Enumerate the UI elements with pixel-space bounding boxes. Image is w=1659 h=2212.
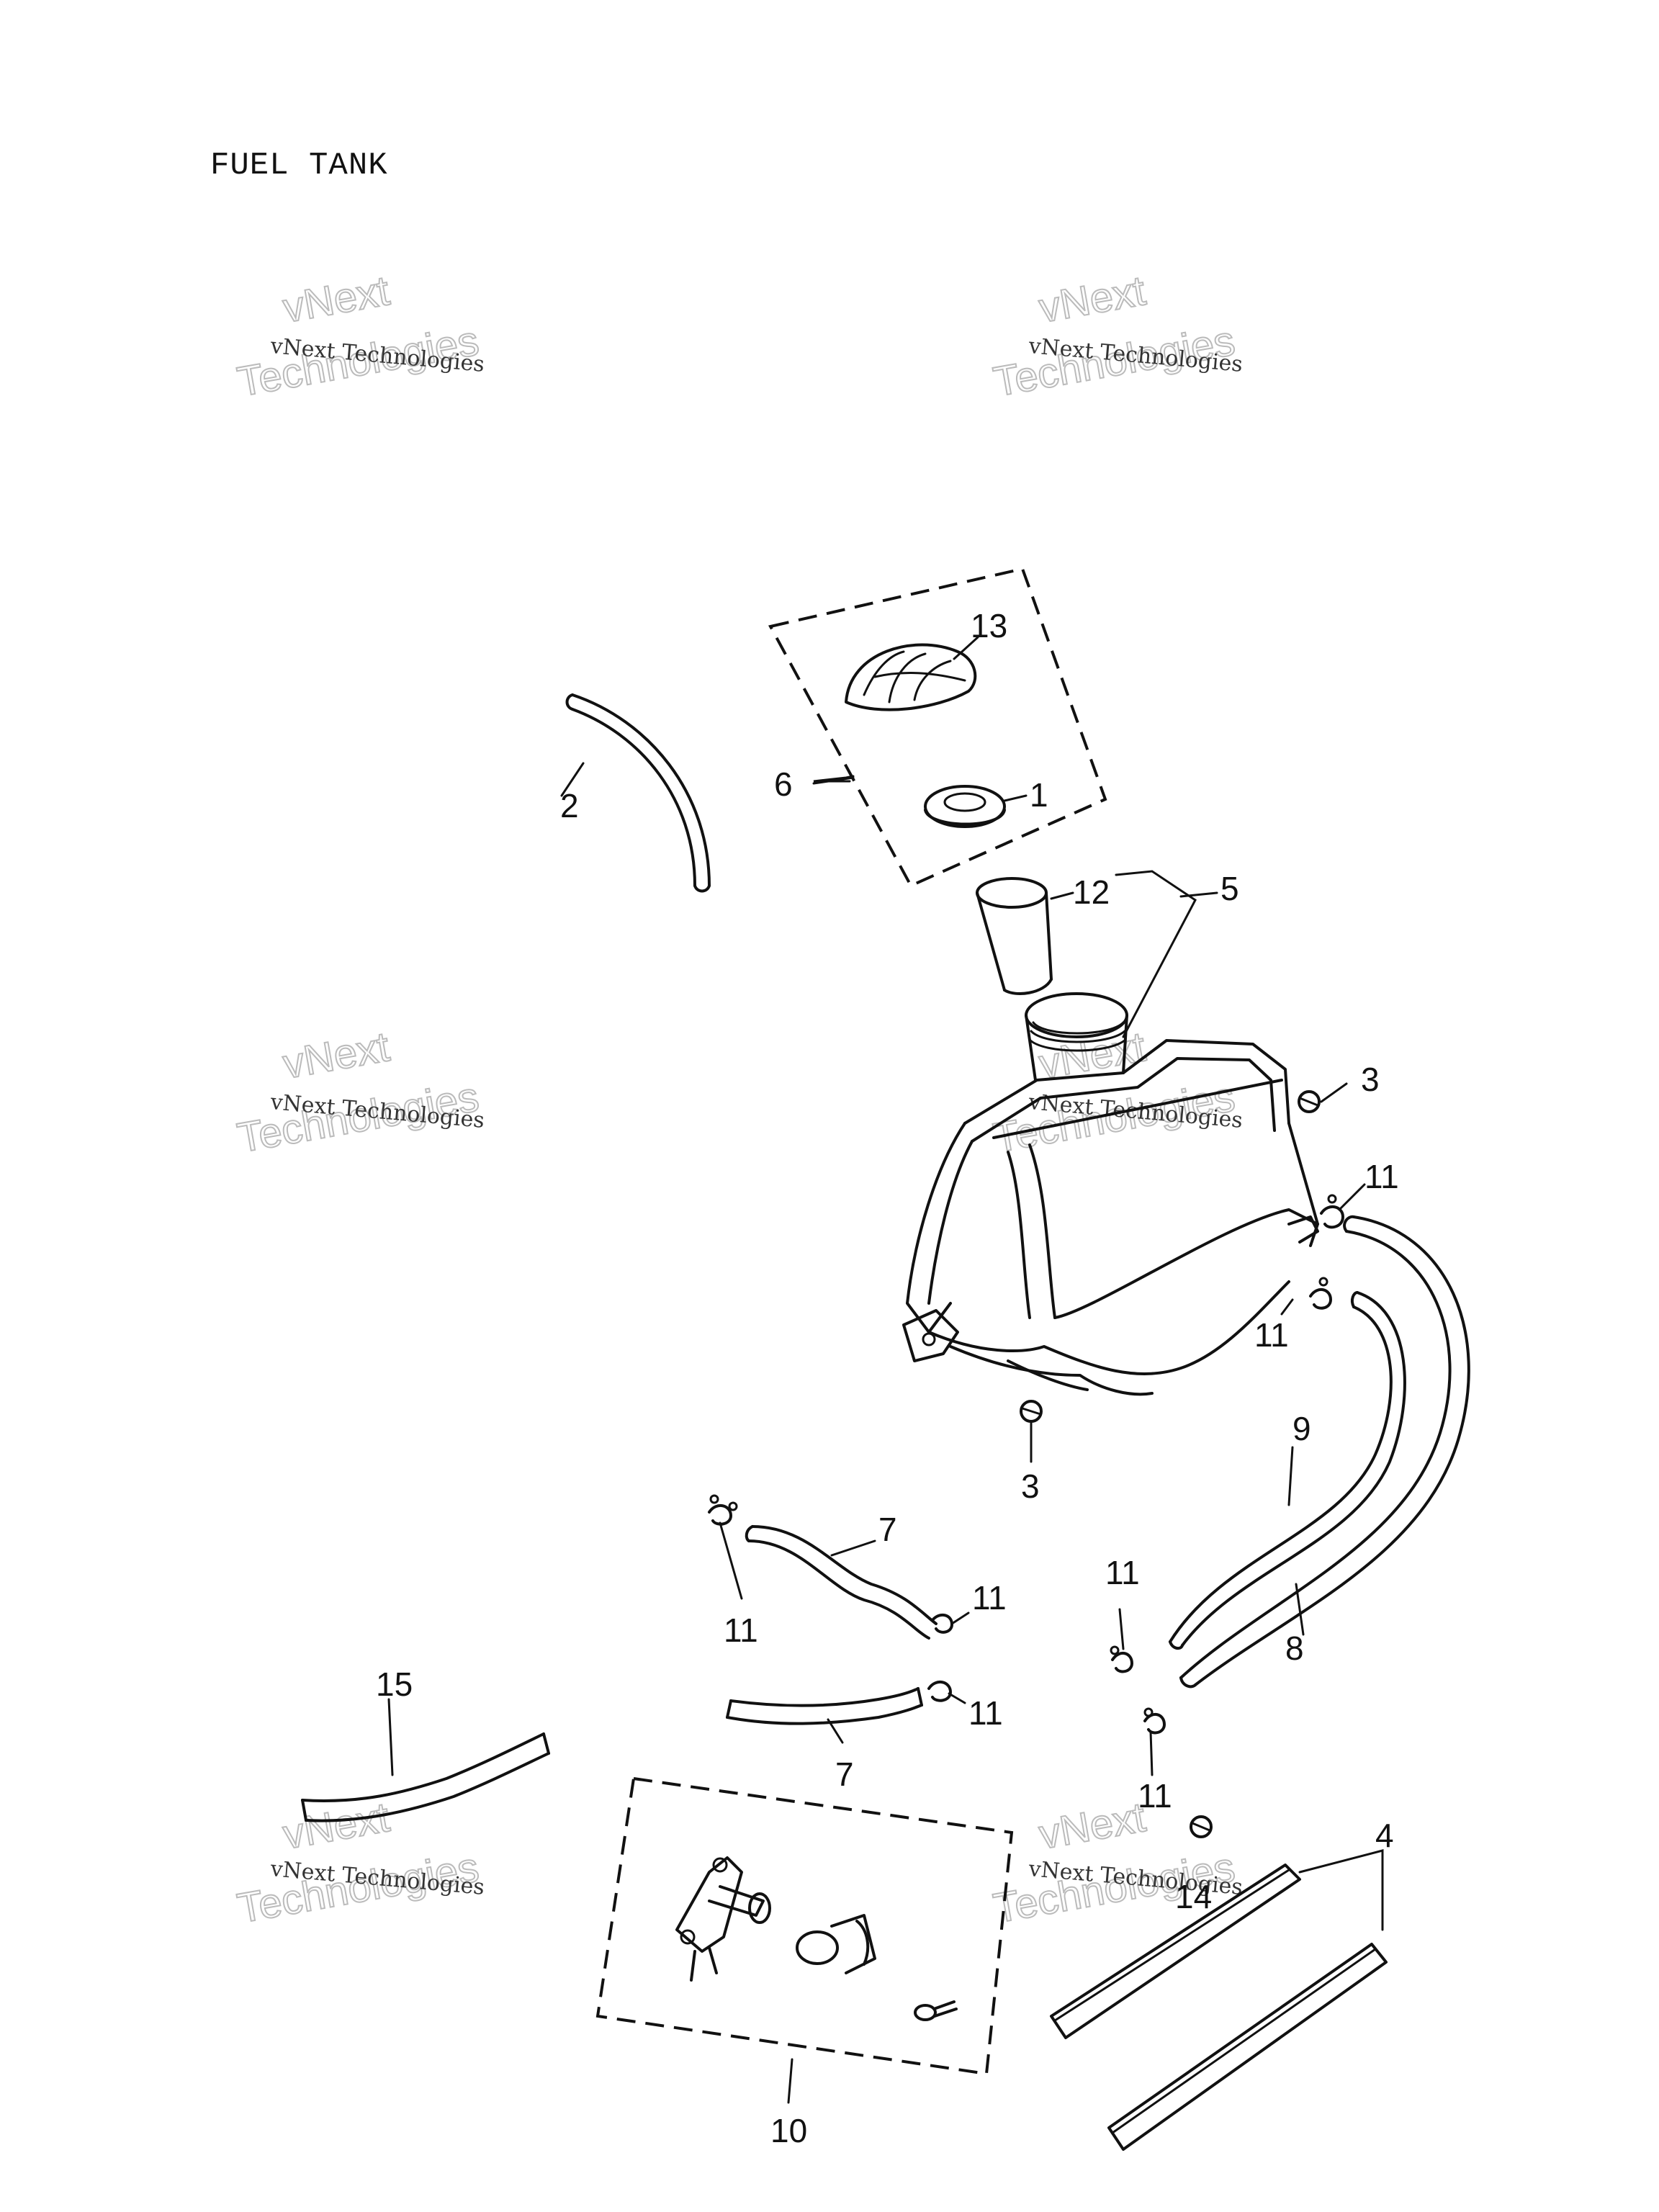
callout-15: 15 [376,1665,413,1703]
hose-clip-part [1309,1277,1332,1310]
callout-7: 7 [878,1511,897,1548]
screw-part [914,2000,958,2021]
vent-hose-part [1169,1291,1406,1650]
hose-clip-part [708,1494,738,1526]
callout-14: 14 [1175,1878,1212,1915]
callout-1: 1 [1030,776,1048,814]
callout-11: 11 [1138,1777,1172,1815]
clip-part [1298,1090,1321,1113]
callout-7: 7 [835,1755,854,1793]
fuel-line-part [745,1525,938,1640]
clip-part [1020,1400,1043,1423]
callout-10: 10 [770,2112,807,2149]
callout-11: 11 [724,1611,758,1649]
callout-11: 11 [968,1694,1003,1732]
fuel-cap-assembly-outline [768,567,1107,888]
page-title: FUEL TANK [210,148,388,184]
tank-cushion-part [1050,1863,1301,2039]
hose-clip-part [1320,1194,1344,1229]
callout-labels: 13 6 1 12 5 2 3 11 11 3 9 8 7 11 11 11 7… [376,607,1399,2149]
watermark-big-1: vNext [1035,1794,1148,1858]
breather-hose-part [565,693,711,893]
watermark-big-1: vNext [279,1023,392,1088]
callout-2: 2 [560,787,579,824]
callout-11: 11 [1254,1316,1289,1354]
fuel-line-part [726,1687,923,1725]
callout-4: 4 [1375,1817,1394,1854]
callout-8: 8 [1285,1629,1304,1667]
hose-clip-part [1110,1645,1133,1673]
watermark-big-1: vNext [279,267,392,332]
fuel-valve-assembly-outline [595,1776,1014,2076]
tank-cushion-part [1107,1943,1388,2151]
callout-9: 9 [1292,1410,1311,1447]
drain-hose-part [301,1732,550,1822]
fuel-cock-part [675,1856,771,1982]
callout-12: 12 [1073,873,1110,911]
fuel-hose-part [1179,1215,1470,1689]
watermark-big-1: vNext [279,1794,392,1858]
callout-3: 3 [1021,1467,1040,1505]
hose-clip-part [927,1681,952,1702]
cap-gasket-part [924,785,1006,828]
filler-strainer-part [976,877,1053,995]
clip-part [1190,1815,1213,1838]
callout-11: 11 [1105,1554,1140,1591]
callout-11: 11 [1364,1158,1399,1195]
watermark-big-1: vNext [1035,267,1148,332]
callout-6: 6 [774,765,793,803]
leader-lines [387,636,1384,2104]
callout-5: 5 [1220,870,1239,907]
fuel-knob-part [796,1914,876,1974]
hose-clip-part [1143,1707,1166,1735]
fuel-cap-part [845,643,977,711]
callout-13: 13 [971,607,1007,644]
callout-3: 3 [1361,1061,1380,1098]
callout-11: 11 [972,1579,1007,1617]
fuel-tank-body [902,992,1319,1396]
